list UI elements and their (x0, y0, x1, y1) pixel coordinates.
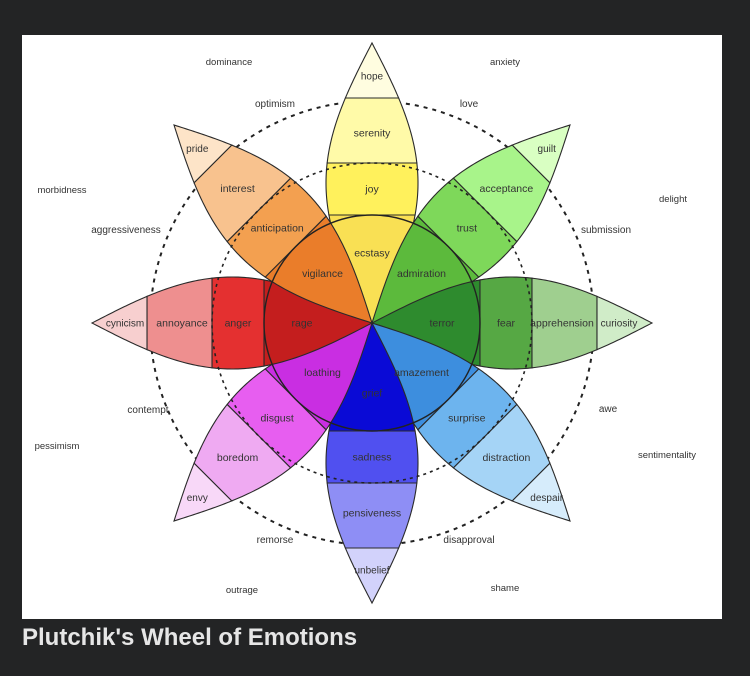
dyad-label-outer: dominance (206, 57, 252, 68)
emotion-label-core: rage (291, 318, 312, 330)
core-ring (263, 214, 481, 432)
wheel-panel: ecstasy joy serenity hope admiration trust acc… (22, 35, 722, 619)
dyad-label-outer: shame (491, 583, 520, 594)
emotion-label-mid: annoyance (156, 318, 208, 330)
emotion-label-core: loathing (304, 367, 341, 379)
emotion-label-core: grief (362, 388, 383, 400)
dyad-label-inner: awe (599, 404, 618, 415)
emotion-label-outer: unbelief (354, 566, 389, 577)
petal-outer-band (344, 547, 400, 605)
dyad-label-inner: love (460, 99, 479, 110)
emotion-label-mid: pensiveness (343, 508, 401, 520)
dyad-label-outer: pessimism (35, 441, 80, 452)
petal-outer-band (173, 124, 233, 184)
emotion-label-inner: anticipation (251, 223, 304, 235)
emotion-label-outer: pride (186, 144, 209, 155)
emotion-label-inner: anger (225, 318, 252, 330)
emotion-label-mid: interest (220, 183, 255, 195)
petal-outer-band (511, 124, 571, 184)
dyad-label-inner: optimism (255, 99, 295, 110)
dyad-label-inner: submission (581, 225, 631, 236)
dyad-label-inner: aggressiveness (91, 225, 160, 236)
petal-outer-band (596, 295, 654, 351)
emotion-label-outer: guilt (538, 144, 557, 155)
emotion-label-mid: serenity (354, 128, 392, 140)
emotion-label-mid: distraction (482, 452, 530, 464)
dyad-label-outer: sentimentality (638, 450, 696, 461)
emotion-label-mid: boredom (217, 452, 259, 464)
dyad-label-outer: anxiety (490, 57, 520, 68)
dyad-label-outer: outrage (226, 585, 258, 596)
emotion-label-core: terror (429, 318, 455, 330)
emotion-label-core: ecstasy (354, 248, 390, 260)
emotion-label-inner: surprise (448, 412, 486, 424)
emotion-label-inner: disgust (261, 412, 294, 424)
dyad-label-inner: disapproval (443, 535, 494, 546)
dyad-label-inner: contempt (127, 405, 168, 416)
emotion-label-core: amazement (394, 367, 449, 379)
dyad-label-inner: remorse (257, 535, 294, 546)
petal-outer-band (90, 295, 148, 351)
petal-outer-band (511, 462, 571, 522)
dyad-label-outer: delight (659, 194, 687, 205)
caption-title: Plutchik's Wheel of Emotions (22, 624, 358, 651)
dyad-label-outer: morbidness (37, 185, 86, 196)
emotion-label-mid: acceptance (480, 183, 534, 195)
emotion-label-outer: despair (530, 493, 563, 504)
emotion-label-outer: envy (187, 493, 208, 504)
emotion-label-mid: apprehension (530, 318, 594, 330)
emotion-label-outer: curiosity (601, 319, 638, 330)
emotion-label-inner: sadness (352, 452, 391, 464)
emotion-wheel: ecstasy joy serenity hope admiration trust acc… (35, 41, 696, 605)
emotion-label-core: admiration (397, 268, 446, 280)
emotion-label-outer: hope (361, 72, 384, 83)
inner-dashed-ring (211, 162, 533, 484)
petal-outer-band (173, 462, 233, 522)
emotion-label-core: vigilance (302, 268, 343, 280)
emotion-label-inner: joy (364, 184, 379, 196)
petal-outer-band (344, 41, 400, 99)
emotion-label-inner: trust (457, 223, 478, 235)
emotion-label-outer: cynicism (106, 319, 144, 330)
emotion-label-inner: fear (497, 318, 516, 330)
